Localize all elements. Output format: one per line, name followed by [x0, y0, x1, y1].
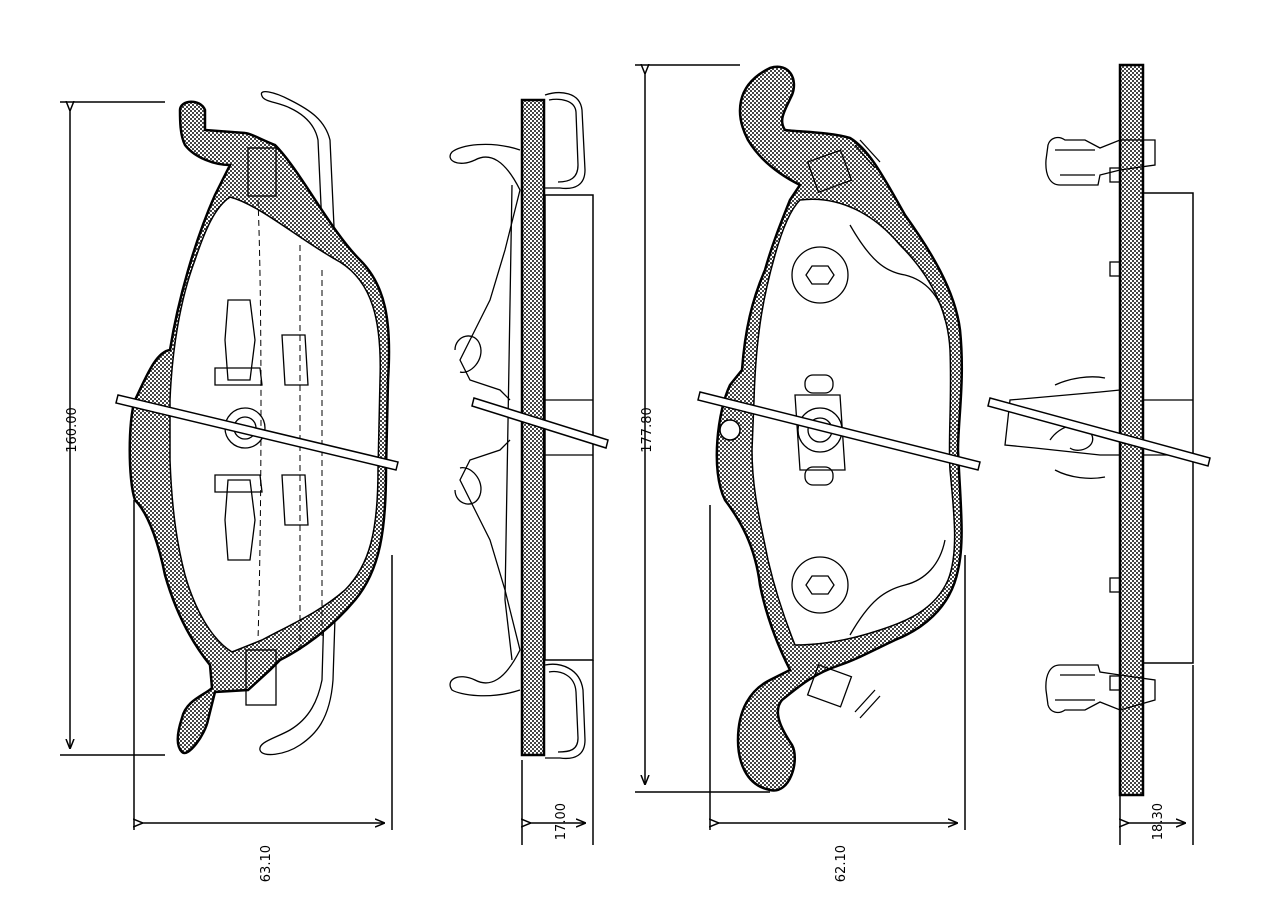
pad1-thickness-label: 17.00	[554, 803, 569, 840]
pad2-thickness-label: 18.30	[1151, 803, 1166, 840]
pad1-clip-lower	[224, 479, 256, 561]
pad2-height-label: 177.80	[640, 407, 655, 453]
pad2-pin	[719, 419, 741, 441]
pad2-side-sensor	[1004, 389, 1121, 456]
pad1-side-spring	[449, 143, 521, 401]
pad1-side-spring	[504, 184, 513, 661]
pad2-side-sensor	[1054, 376, 1106, 479]
pad1-front-view	[115, 90, 399, 756]
pad1-thickness-dimension: 17.00	[522, 660, 594, 845]
pad2-side-tab	[1109, 261, 1121, 277]
pad1-side-clip-bottom	[544, 663, 586, 760]
pad2-height-dimension: 177.80	[635, 65, 770, 793]
pad2-side-clip-bottom	[1045, 664, 1156, 714]
pad2-front-view	[697, 65, 981, 792]
pad1-clip-upper	[224, 299, 256, 381]
pad2-wear-sensor	[794, 394, 846, 471]
pad2-side-friction	[1142, 192, 1194, 664]
pad1-side-spring	[454, 335, 482, 373]
pad2-side-section-line	[987, 397, 1211, 467]
pad1-ear-shim	[245, 649, 277, 706]
pad2-side-clip-top	[1045, 136, 1156, 186]
pad2-mount-hole-top	[805, 265, 835, 285]
pad2-ear-shim	[806, 149, 853, 194]
pad1-side-spring	[454, 467, 482, 505]
pad1-section-line	[115, 394, 399, 471]
pad1-width-label: 63.10	[259, 845, 274, 882]
pad1-clip-upper	[281, 334, 309, 386]
pad1-height-dimension: 160.00	[60, 102, 165, 756]
pad2-section-line	[697, 391, 981, 471]
pad1-height-label: 160.00	[65, 407, 80, 453]
pad2-ear-mark	[854, 689, 881, 719]
pad2-width-dimension: 62.10	[710, 505, 966, 882]
pad1-spring-clip	[259, 90, 343, 756]
pad2-side-backing	[1118, 63, 1145, 797]
pad1-clip-upper	[214, 367, 263, 386]
pad1-side-clip-top	[548, 98, 579, 183]
pad1-friction-material	[169, 196, 381, 653]
pad1-side-clip-top	[544, 92, 586, 190]
pad2-side-tab	[1109, 577, 1121, 593]
pad1-ear-shim	[247, 147, 277, 197]
pad2-thickness-dimension: 18.30	[1120, 665, 1194, 845]
pad2-inner-contour	[849, 224, 946, 321]
pad2-mount-hole-bottom	[805, 575, 835, 595]
pad2-side-clip-tab	[1109, 167, 1121, 183]
pad2-width-label: 62.10	[834, 845, 849, 882]
pad2-inner-contour	[849, 539, 946, 636]
pad2-ear-shim	[806, 663, 853, 708]
pad2-side-view	[987, 63, 1211, 797]
pad1-clip-lower	[214, 474, 263, 493]
pad2-mount-hole-bottom	[791, 556, 849, 614]
pad1-side-section-line	[471, 397, 609, 449]
pad1-side-view	[449, 92, 609, 760]
pad1-side-spring	[449, 439, 521, 697]
pad2-mount-hole-top	[791, 246, 849, 304]
pad1-hidden-contour	[257, 199, 262, 641]
pad1-clip-lower	[281, 474, 309, 526]
pad2-side-clip-tab	[1109, 675, 1121, 691]
pad1-side-clip-bottom	[548, 670, 579, 753]
pad2-wear-sensor	[804, 466, 834, 486]
pad2-ear-mark	[854, 139, 881, 169]
pad2-side-clip-bottom	[1055, 674, 1095, 701]
pad2-side-clip-top	[1055, 149, 1095, 176]
pad1-width-dimension: 63.10	[134, 500, 393, 882]
pad2-wear-sensor	[804, 374, 834, 394]
